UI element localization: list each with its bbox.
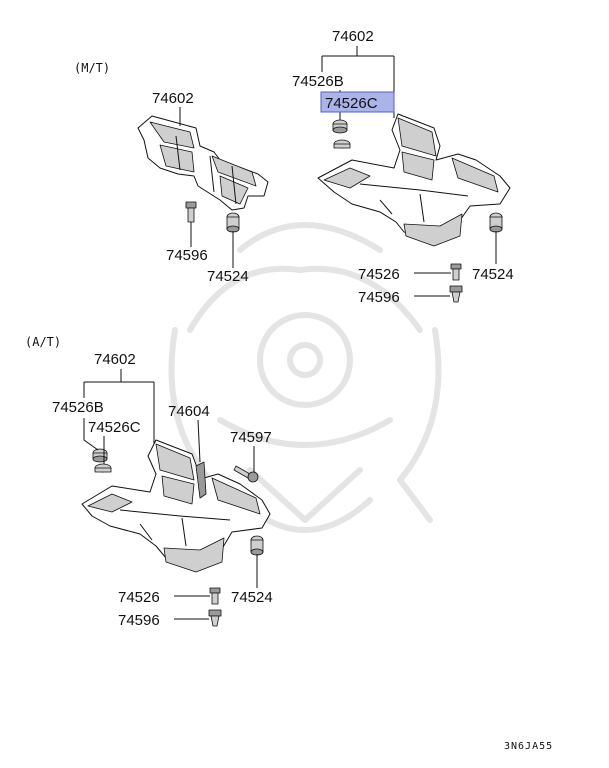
label-mt-right-74526c[interactable]: 74526C xyxy=(325,95,378,112)
mt-right-screw-74526 xyxy=(450,263,462,281)
label-mt-right-74526b: 74526B xyxy=(292,73,344,90)
label-mt-right-74524: 74524 xyxy=(472,266,514,283)
section-title-at: (A/T) xyxy=(25,335,61,349)
label-at-74597: 74597 xyxy=(230,429,272,446)
label-mt-74602: 74602 xyxy=(152,90,194,107)
at-grommets xyxy=(92,448,112,473)
at-pin-74597 xyxy=(233,465,259,483)
mt-bolt-74596 xyxy=(185,201,197,223)
label-mt-right-74596: 74596 xyxy=(358,289,400,306)
label-at-74526: 74526 xyxy=(118,589,160,606)
label-at-74526b: 74526B xyxy=(52,399,104,416)
mt-right-bolt-74596 xyxy=(449,285,463,303)
label-mt-74596: 74596 xyxy=(166,247,208,264)
mt-full-undercover xyxy=(317,113,511,247)
highlight-74526c[interactable] xyxy=(320,91,395,113)
mt-right-clip-74524 xyxy=(489,212,503,233)
diagram-code: 3N6JA55 xyxy=(504,741,553,752)
label-mt-right-74526: 74526 xyxy=(358,266,400,283)
label-at-74526c: 74526C xyxy=(88,419,141,436)
mt-clip-74524 xyxy=(226,212,240,233)
mt-center-cover xyxy=(137,115,269,211)
at-screw-74526 xyxy=(209,587,221,605)
label-mt-74524: 74524 xyxy=(207,268,249,285)
at-side-cover-74604 xyxy=(195,461,207,499)
label-at-74604: 74604 xyxy=(168,403,210,420)
label-at-74596: 74596 xyxy=(118,612,160,629)
label-at-74602: 74602 xyxy=(94,351,136,368)
label-at-74524: 74524 xyxy=(231,589,273,606)
label-mt-right-74602: 74602 xyxy=(332,28,374,45)
section-title-mt: (M/T) xyxy=(74,61,110,75)
at-bolt-74596 xyxy=(208,609,222,627)
mt-grommets xyxy=(332,119,351,149)
at-clip-74524 xyxy=(250,535,264,556)
at-full-undercover xyxy=(81,439,271,573)
